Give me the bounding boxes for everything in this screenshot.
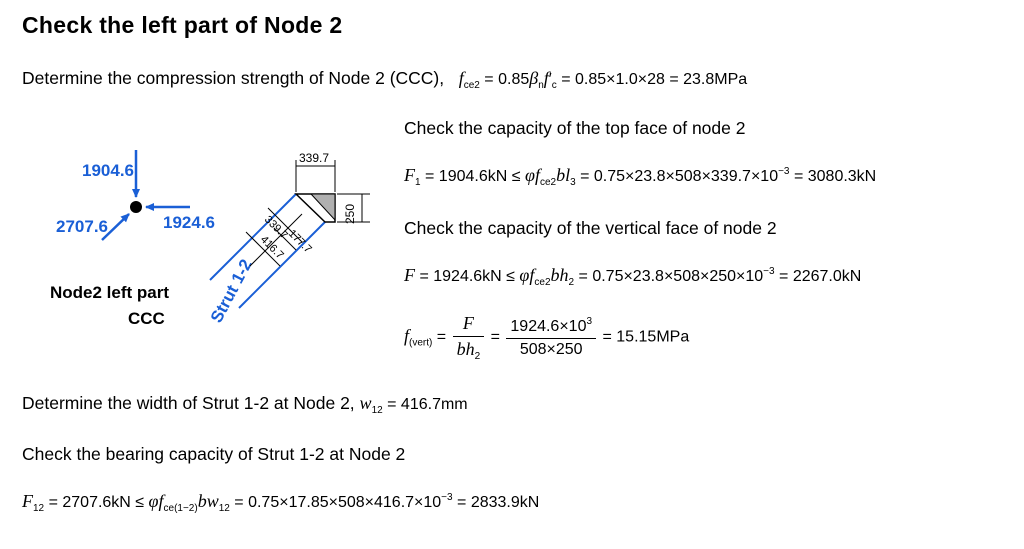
vert-face-equation: F = 1924.6kN ≤ φfce2bh2 = 0.75×23.8×508×… bbox=[404, 265, 862, 288]
stress-frac1-num: F bbox=[462, 313, 474, 333]
diag-tick-2 bbox=[245, 231, 281, 267]
stress-frac2-num: 1924.6×10 bbox=[510, 318, 587, 335]
strut-width-text: Determine the width of Strut 1-2 at Node… bbox=[22, 393, 355, 413]
node-diagram: 1904.6 1924.6 2707.6 Node2 left part CCC… bbox=[50, 150, 370, 328]
compression-eq-rhs: = 0.85×1.0×28 = 23.8MPa bbox=[561, 71, 748, 88]
node-zone-shaded bbox=[309, 193, 336, 222]
top-dimension-label: 339.7 bbox=[299, 151, 329, 165]
vertical-force-label: 1904.6 bbox=[82, 161, 134, 180]
vert-face-eq-end: = 2267.0kN bbox=[779, 268, 862, 285]
stress-subscript: (vert) bbox=[409, 337, 433, 349]
top-face-eq-mid: = 1904.6kN ≤ bbox=[425, 168, 521, 185]
vert-face-eq-rhs: = 0.75×23.8×508×250×10 bbox=[578, 268, 764, 285]
top-face-eq-end: = 3080.3kN bbox=[793, 168, 877, 185]
strut-label: Strut 1-2 bbox=[207, 256, 256, 326]
vert-face-heading: Check the capacity of the vertical face … bbox=[404, 218, 777, 238]
bearing-eq-exp: −3 bbox=[441, 492, 453, 503]
diag-tick-3 bbox=[273, 227, 297, 251]
compression-strength-text: Determine the compression strength of No… bbox=[22, 68, 445, 88]
node-point bbox=[130, 201, 142, 213]
bearing-eq-mid: = 2707.6kN ≤ bbox=[48, 494, 145, 511]
bearing-eq-rhs: = 0.75×17.85×508×416.7×10 bbox=[234, 494, 442, 511]
bearing-equation: F12 = 2707.6kN ≤ φfce(1−2)bw12 = 0.75×17… bbox=[22, 491, 540, 514]
stress-frac1-den: bh bbox=[456, 339, 475, 359]
strut-force-label: 2707.6 bbox=[56, 217, 108, 236]
stress-frac2-den: 508×250 bbox=[519, 341, 583, 358]
stress-equation: f(vert) = F bh2 = 1924.6×103 508×250 = 1… bbox=[404, 313, 690, 362]
vert-face-eq-mid: = 1924.6kN ≤ bbox=[419, 268, 515, 285]
node-label: Node2 left part bbox=[50, 283, 169, 302]
strut-width-equation: w12 = 416.7mm bbox=[359, 393, 468, 416]
strut-edge-upper bbox=[238, 221, 326, 309]
vert-face-eq-exp: −3 bbox=[763, 266, 775, 277]
stress-frac2-num-exp: 3 bbox=[586, 316, 593, 327]
stress-frac1-den-sub: 2 bbox=[474, 351, 481, 362]
top-face-eq-rhs: = 0.75×23.8×508×339.7×10 bbox=[580, 168, 779, 185]
bearing-eq-end: = 2833.9kN bbox=[457, 494, 540, 511]
diag-dim-line bbox=[249, 213, 303, 267]
node-type-label: CCC bbox=[128, 309, 165, 328]
horizontal-force-label: 1924.6 bbox=[163, 213, 215, 232]
bearing-heading: Check the bearing capacity of Strut 1-2 … bbox=[22, 444, 406, 464]
compression-strength-equation: fce2 = 0.85βnf′c = 0.85×1.0×28 = 23.8MPa bbox=[458, 68, 748, 91]
strut-edge-lower bbox=[209, 193, 297, 281]
diag-dimension-2: 177.7 bbox=[286, 228, 314, 256]
stress-fraction-2: 1924.6×103 508×250 bbox=[506, 316, 597, 359]
strut-force-arrow bbox=[101, 213, 130, 241]
strut-width-line: Determine the width of Strut 1-2 at Node… bbox=[22, 393, 468, 416]
top-face-eq-exp: −3 bbox=[778, 166, 790, 177]
page-title: Check the left part of Node 2 bbox=[22, 12, 343, 38]
top-face-equation: F1 = 1904.6kN ≤ φfce2bl3 = 0.75×23.8×508… bbox=[404, 165, 877, 188]
strut-width-eq-rhs: = 416.7mm bbox=[387, 396, 468, 413]
diag-tick-1 bbox=[267, 207, 303, 243]
side-dimension-label: 250 bbox=[343, 204, 357, 224]
stress-fraction-1: F bh2 bbox=[452, 313, 485, 362]
compression-strength-line: Determine the compression strength of No… bbox=[22, 68, 747, 91]
stress-result: = 15.15MPa bbox=[602, 328, 690, 346]
top-face-heading: Check the capacity of the top face of no… bbox=[404, 118, 746, 138]
